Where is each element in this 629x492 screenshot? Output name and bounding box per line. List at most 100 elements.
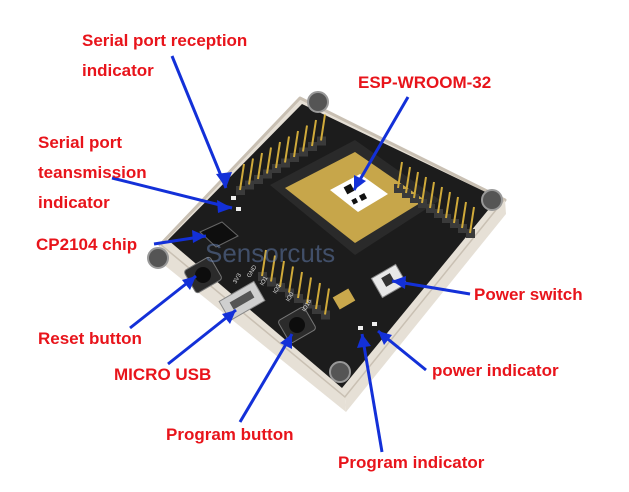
- header-socket: [272, 164, 281, 173]
- screw-icon: [329, 361, 351, 383]
- label-cp2104-text: CP2104 chip: [36, 235, 138, 254]
- label-reset-button: Reset button: [38, 324, 142, 354]
- arrow-program-indicator: [357, 333, 384, 453]
- header-socket: [458, 224, 467, 233]
- label-esp-wroom-32: ESP-WROOM-32: [358, 68, 491, 98]
- header-pin: [445, 191, 451, 219]
- micro-usb-port: [218, 280, 266, 322]
- label-power-switch: Power switch: [474, 280, 583, 310]
- arrow-program-button: [238, 333, 294, 423]
- header-pin: [297, 271, 303, 299]
- label-serial-rx-line1: Serial port reception: [82, 31, 248, 50]
- header-socket: [312, 305, 321, 314]
- label-power-switch-text: Power switch: [474, 285, 583, 304]
- label-serial-rx: Serial port reception indicator: [82, 26, 247, 86]
- label-program-indicator-text: Program indicator: [338, 453, 485, 472]
- led-tx: [236, 207, 241, 211]
- label-serial-rx-line2: indicator: [82, 61, 154, 80]
- header-socket: [442, 214, 451, 223]
- watermark: Sensorcuts: [205, 238, 335, 268]
- label-reset-text: Reset button: [38, 329, 142, 348]
- header-socket: [294, 294, 303, 303]
- header-socket: [394, 184, 403, 193]
- header-socket: [308, 142, 317, 151]
- header-socket: [236, 186, 245, 195]
- arrow-cp2104: [153, 230, 207, 246]
- label-power-indicator-text: power indicator: [432, 361, 559, 380]
- label-esp-text: ESP-WROOM-32: [358, 73, 492, 92]
- callout-arrows: [111, 55, 471, 453]
- header-socket: [276, 283, 285, 292]
- header-pin: [261, 249, 267, 277]
- led-power: [372, 322, 377, 326]
- header-pin: [405, 166, 411, 194]
- header-pin: [469, 206, 475, 234]
- qr-code: [330, 174, 388, 212]
- header-socket: [303, 299, 312, 309]
- label-program-indicator: Program indicator: [338, 448, 484, 478]
- label-serial-tx-line2: teansmission: [38, 163, 147, 182]
- header-socket: [402, 189, 411, 198]
- base-edge-right: [345, 200, 506, 412]
- header-pin: [293, 130, 299, 158]
- screw-icon: [147, 247, 169, 269]
- label-serial-tx: Serial port teansmission indicator: [38, 128, 147, 218]
- header-socket: [418, 199, 427, 208]
- header-socket: [466, 229, 475, 238]
- header-pin: [266, 147, 272, 174]
- capacitor: [332, 288, 356, 310]
- header-pin: [320, 114, 326, 141]
- header-socket: [258, 272, 267, 281]
- pin-label: IO0: [286, 291, 296, 303]
- arrow-serial-rx: [170, 55, 232, 189]
- arrow-micro-usb: [167, 308, 237, 366]
- program-button: [278, 306, 316, 344]
- header-socket: [317, 136, 326, 146]
- header-pin: [429, 181, 435, 209]
- arrow-esp: [352, 96, 410, 191]
- pin-label: IO3: [273, 283, 283, 295]
- led-program: [358, 326, 363, 330]
- header-socket: [267, 277, 276, 287]
- reset-button: [184, 256, 222, 294]
- header-pin: [315, 282, 321, 310]
- label-program-button-text: Program button: [166, 425, 294, 444]
- label-serial-tx-line1: Serial port: [38, 133, 123, 152]
- header-socket: [410, 194, 419, 203]
- arrow-reset: [129, 274, 197, 330]
- screw-icon: [307, 91, 329, 113]
- header-pin: [248, 158, 254, 185]
- header-socket: [281, 158, 290, 168]
- header-pin: [239, 163, 245, 191]
- header-pin: [257, 152, 263, 180]
- header-pin: [421, 176, 427, 204]
- header-socket: [285, 288, 294, 298]
- header-socket: [426, 204, 435, 213]
- power-switch: [370, 263, 408, 299]
- screw-icon: [481, 189, 503, 211]
- header-pin: [270, 255, 276, 282]
- label-micro-usb: MICRO USB: [114, 360, 211, 390]
- pin-label: IO1: [260, 275, 270, 287]
- header-socket: [321, 310, 330, 320]
- label-micro-usb-text: MICRO USB: [114, 365, 212, 384]
- header-pin: [397, 161, 403, 189]
- header-socket: [245, 180, 254, 190]
- label-program-button: Program button: [166, 420, 294, 450]
- pin-header-right: [394, 161, 475, 238]
- header-pin: [279, 260, 285, 288]
- pin-header-left: [236, 114, 326, 195]
- header-socket: [263, 169, 272, 179]
- header-pin: [284, 136, 290, 163]
- cp2104-chip: [199, 221, 239, 248]
- header-socket: [299, 147, 308, 157]
- label-serial-tx-line3: indicator: [38, 193, 110, 212]
- header-socket: [450, 219, 459, 228]
- header-pin: [413, 171, 419, 199]
- label-power-indicator: power indicator: [432, 356, 559, 386]
- header-pin: [437, 186, 443, 214]
- header-pin: [311, 119, 317, 147]
- pin-header-bottom: [258, 249, 330, 320]
- pin-label: 3V3: [233, 272, 244, 285]
